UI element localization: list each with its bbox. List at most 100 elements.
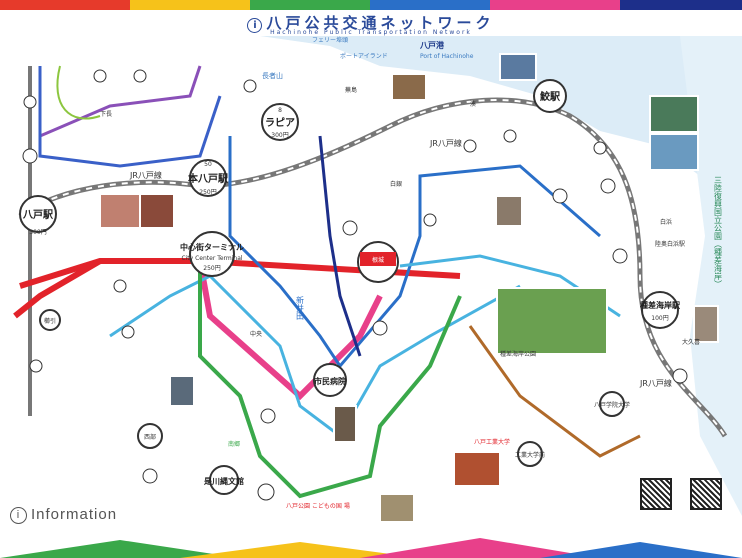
label-nango: 南郷 xyxy=(228,440,240,448)
color-band xyxy=(620,0,742,10)
station-kushihiki[interactable]: 櫛引 xyxy=(39,309,61,331)
station-city-hospital[interactable]: 市民病院 xyxy=(313,363,347,397)
label-shimo: 下長 xyxy=(100,111,112,118)
label-kogyo: 八戸工業大学 xyxy=(474,438,510,446)
blue-line xyxy=(228,136,601,369)
label-port: 八戸港 xyxy=(419,40,445,50)
pink-line xyxy=(197,260,383,401)
color-band xyxy=(0,0,130,10)
photo-landmark xyxy=(693,305,719,343)
title-text: 八戸公共交通ネットワーク xyxy=(266,14,495,32)
photo-station xyxy=(139,193,175,229)
station-laviere[interactable]: 8 ラピア 300円 xyxy=(261,103,299,141)
station-name: 中心街ターミナル xyxy=(180,242,244,252)
fare-label: 250円 xyxy=(199,189,216,196)
station-hon-hachinohe[interactable]: 50 本八戸駅 250円 xyxy=(188,159,229,197)
photo-park xyxy=(496,287,608,355)
station-name-en: City Center Terminal xyxy=(181,255,242,262)
fare-label: 100円 xyxy=(651,315,668,322)
fare-label: 250円 xyxy=(203,265,220,272)
transit-map: 八戸駅 300円 50 本八戸駅 250円 中心街ターミナル City Cent… xyxy=(0,36,742,522)
route-number: 8 xyxy=(278,107,282,114)
label-port-en: Port of Hachinohe xyxy=(420,53,474,60)
color-band xyxy=(250,0,370,10)
station-name: 市民病院 xyxy=(314,376,346,386)
photo-landmark xyxy=(333,405,357,443)
green-line xyxy=(198,261,462,499)
station-hachinohe[interactable]: 八戸駅 300円 xyxy=(19,195,57,236)
label-minato: 湊 xyxy=(470,100,476,108)
label-national-park: 三陸復興国立公園（種差海岸） xyxy=(714,176,723,288)
station-name: 櫛引 xyxy=(44,317,56,325)
photo-station xyxy=(99,193,141,229)
lightblue-line xyxy=(109,274,521,439)
sea-area xyxy=(0,36,742,186)
station-nejo[interactable]: 根城 xyxy=(357,241,399,283)
label-kodomo: 八戸公園 こどもの国 場 xyxy=(286,502,350,510)
station-yakugi[interactable]: 鮫駅 xyxy=(533,79,567,113)
photo-autumn xyxy=(453,451,501,487)
label-jr-line: JR八戸線 xyxy=(639,378,672,388)
qr-code[interactable] xyxy=(690,478,722,510)
fare-label: 300円 xyxy=(29,229,46,236)
station-name: 種差海岸駅 xyxy=(640,300,681,310)
photo-landmark xyxy=(495,195,523,227)
purple-line xyxy=(39,65,202,138)
photo-coast xyxy=(649,95,699,133)
page-subtitle: Hachinohe Public Transportation Network xyxy=(270,29,472,36)
label-chuo: 中央 xyxy=(250,330,262,338)
photo-landmark xyxy=(499,53,537,81)
label-kabushima: 蕪島 xyxy=(345,86,357,94)
color-band xyxy=(130,0,250,10)
red-line-west xyxy=(13,258,102,319)
station-name: 西部 xyxy=(144,433,156,441)
info-icon: i xyxy=(10,506,27,524)
fare-label: 300円 xyxy=(271,132,288,139)
label-mutsu: 陸奥白浜駅 xyxy=(655,240,685,248)
station-name: 是川縄文館 xyxy=(203,476,244,486)
brown-line xyxy=(468,325,641,458)
station-name: 根城 xyxy=(372,256,384,264)
photo-landmark xyxy=(379,493,415,522)
station-center-terminal[interactable]: 中心街ターミナル City Center Terminal 250円 xyxy=(180,231,244,277)
footer-band xyxy=(0,538,742,558)
photo-coast xyxy=(649,133,699,171)
information-label: Information xyxy=(31,506,118,523)
color-band xyxy=(370,0,490,10)
label-ogyu: 大久喜 xyxy=(682,338,700,346)
lime-line xyxy=(56,65,101,120)
station-tanesashi[interactable]: 種差海岸駅 100円 xyxy=(640,291,681,329)
label-jr-line: JR八戸線 xyxy=(129,170,162,180)
station-name: 本八戸駅 xyxy=(188,172,229,185)
label-choja: 長者山 xyxy=(262,71,283,80)
qr-code[interactable] xyxy=(640,478,672,510)
station-gakuin[interactable]: 八戸学院大学 xyxy=(594,391,630,417)
route-number: 50 xyxy=(204,161,212,168)
label-shirogane: 白銀 xyxy=(390,180,402,188)
blue-loop-line xyxy=(38,66,222,168)
station-name: 八戸駅 xyxy=(22,209,54,221)
station-nishi[interactable]: 西部 xyxy=(137,423,163,449)
photo-landmark xyxy=(169,375,195,407)
label-shinko: 新井田 xyxy=(296,295,305,321)
label-park: 種差海岸公園 xyxy=(500,350,536,358)
label-portisland: ポートアイランド xyxy=(340,52,388,60)
station-korekawa[interactable]: 是川縄文館 xyxy=(203,465,244,495)
station-name: ラピア xyxy=(265,117,295,129)
red-line xyxy=(19,258,461,289)
station-name: 八戸学院大学 xyxy=(594,401,630,409)
label-jr-line: JR八戸線 xyxy=(429,138,462,148)
label-shirahama: 白浜 xyxy=(660,218,672,226)
navy-line xyxy=(318,135,362,357)
station-kogyodaigaku[interactable]: 工業大学前 xyxy=(515,441,545,467)
label-ferry: フェリー埠頭 xyxy=(312,36,348,44)
info-icon: i xyxy=(247,18,263,33)
station-name: 鮫駅 xyxy=(540,90,561,103)
station-name: 工業大学前 xyxy=(515,451,545,459)
photo-landmark xyxy=(391,73,427,101)
bus-stops xyxy=(22,69,688,501)
color-band xyxy=(490,0,620,10)
